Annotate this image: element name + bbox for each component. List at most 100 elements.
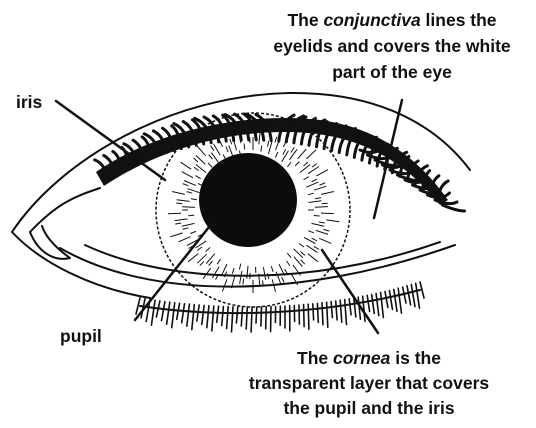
lower-eyelash: [212, 306, 214, 331]
lower-eyelash: [246, 307, 247, 329]
iris-fiber: [268, 142, 272, 155]
conjunctiva-term: conjunctiva: [323, 10, 421, 30]
iris-fiber: [196, 176, 201, 179]
iris-fiber: [306, 245, 317, 252]
iris-fiber: [319, 222, 325, 223]
iris-fiber: [308, 231, 314, 233]
lower-eyelash: [251, 307, 252, 332]
iris-fiber: [190, 231, 196, 233]
lower-eyelash: [394, 289, 397, 311]
iris-fiber: [209, 155, 213, 160]
lower-eyelash: [167, 302, 170, 324]
iris-fiber: [319, 238, 331, 243]
iris-fiber: [294, 257, 303, 267]
lower-eyelash: [407, 286, 411, 305]
iris-fiber: [261, 146, 262, 152]
lower-eyelash: [340, 300, 342, 322]
lower-eyelash: [232, 307, 234, 332]
lower-eyelash: [236, 307, 237, 323]
iris-fiber: [182, 223, 195, 226]
cornea-caption: The cornea is the transparent layer that…: [249, 348, 490, 418]
iris-fiber: [217, 259, 220, 264]
iris-fiber: [298, 149, 307, 159]
lower-eyelash: [162, 302, 165, 321]
iris-fiber: [276, 272, 281, 284]
cornea-caption-prefix: The: [297, 348, 333, 368]
iris-fiber: [188, 215, 194, 216]
lower-eyelash: [261, 307, 262, 326]
lower-eyelash: [336, 301, 337, 320]
inner-lid-contour: [30, 188, 100, 232]
iris-fiber: [239, 264, 240, 270]
lower-eyelash: [182, 304, 185, 323]
iris-fiber: [263, 267, 265, 280]
lower-eyelash: [389, 291, 392, 310]
iris-fiber: [196, 155, 205, 164]
lower-lid-line-inner: [85, 242, 440, 276]
iris-fiber: [287, 261, 290, 266]
iris-fiber: [294, 249, 303, 258]
lower-eyelash: [345, 300, 347, 325]
pupil-label: pupil: [60, 326, 102, 346]
iris-fiber: [287, 162, 291, 167]
iris-fiber: [187, 192, 193, 194]
iris-fiber: [183, 228, 189, 230]
iris-fiber: [194, 167, 199, 171]
iris-fiber: [308, 167, 319, 174]
iris-fiber: [182, 207, 195, 208]
iris-fiber: [301, 260, 305, 264]
iris-fiber: [200, 261, 204, 265]
iris-fiber: [314, 186, 326, 190]
lower-eyelash: [411, 285, 415, 307]
conjunctiva-caption-line-3: part of the eye: [332, 62, 452, 82]
iris-fiber: [176, 203, 182, 204]
iris-fiber: [304, 162, 309, 166]
cornea-caption-suffix: is the: [390, 348, 441, 368]
iris-fiber: [304, 238, 315, 244]
cornea-term: cornea: [333, 348, 391, 368]
lower-lid-line: [60, 245, 455, 287]
iris-fiber: [247, 266, 248, 279]
iris-fiber: [194, 158, 199, 162]
iris-fiber: [322, 203, 328, 204]
iris-fiber: [312, 179, 317, 182]
iris-fiber: [211, 146, 214, 151]
iris-fiber: [283, 149, 286, 154]
lower-eyelash: [202, 305, 204, 324]
lower-eyelash: [372, 295, 375, 314]
lower-eyelash: [376, 294, 379, 316]
iris-fiber: [289, 149, 297, 160]
iris-fiber: [214, 144, 221, 155]
lower-eyelash: [192, 305, 195, 330]
iris-fiber: [309, 201, 322, 203]
iris-fiber: [191, 199, 197, 200]
iris-fiber: [314, 216, 320, 217]
iris-fiber: [175, 219, 188, 221]
iris-fiber: [170, 233, 182, 237]
iris-fiber: [316, 170, 328, 176]
iris-fiber: [206, 254, 215, 264]
iris-fiber: [213, 267, 220, 278]
lower-eyelash: [241, 307, 242, 326]
lower-eyelash: [313, 304, 314, 320]
cornea-caption-line-2: transparent layer that covers: [249, 373, 490, 393]
iris-fiber: [240, 271, 242, 284]
iris-fiber: [326, 220, 339, 222]
iris-fiber: [244, 144, 245, 150]
iris-fiber: [226, 147, 228, 153]
conjunctiva-caption-prefix: The: [287, 10, 323, 30]
cornea-caption-line-1: The cornea is the: [297, 348, 441, 368]
iris-fiber: [230, 139, 232, 145]
iris-fiber: [312, 164, 317, 168]
lower-eyelash: [308, 304, 309, 329]
iris-fiber: [188, 254, 198, 262]
iris-label: iris: [16, 92, 43, 112]
conjunctiva-caption-line-1: The conjunctiva lines the: [287, 10, 496, 30]
iris-fiber: [183, 184, 189, 186]
iris-fiber: [180, 162, 191, 169]
iris-fiber: [222, 279, 227, 291]
lower-eyelash: [367, 295, 369, 311]
iris-fiber: [314, 246, 319, 249]
outer-lid-lower-contour: [12, 232, 150, 298]
iris-fiber: [316, 230, 328, 234]
